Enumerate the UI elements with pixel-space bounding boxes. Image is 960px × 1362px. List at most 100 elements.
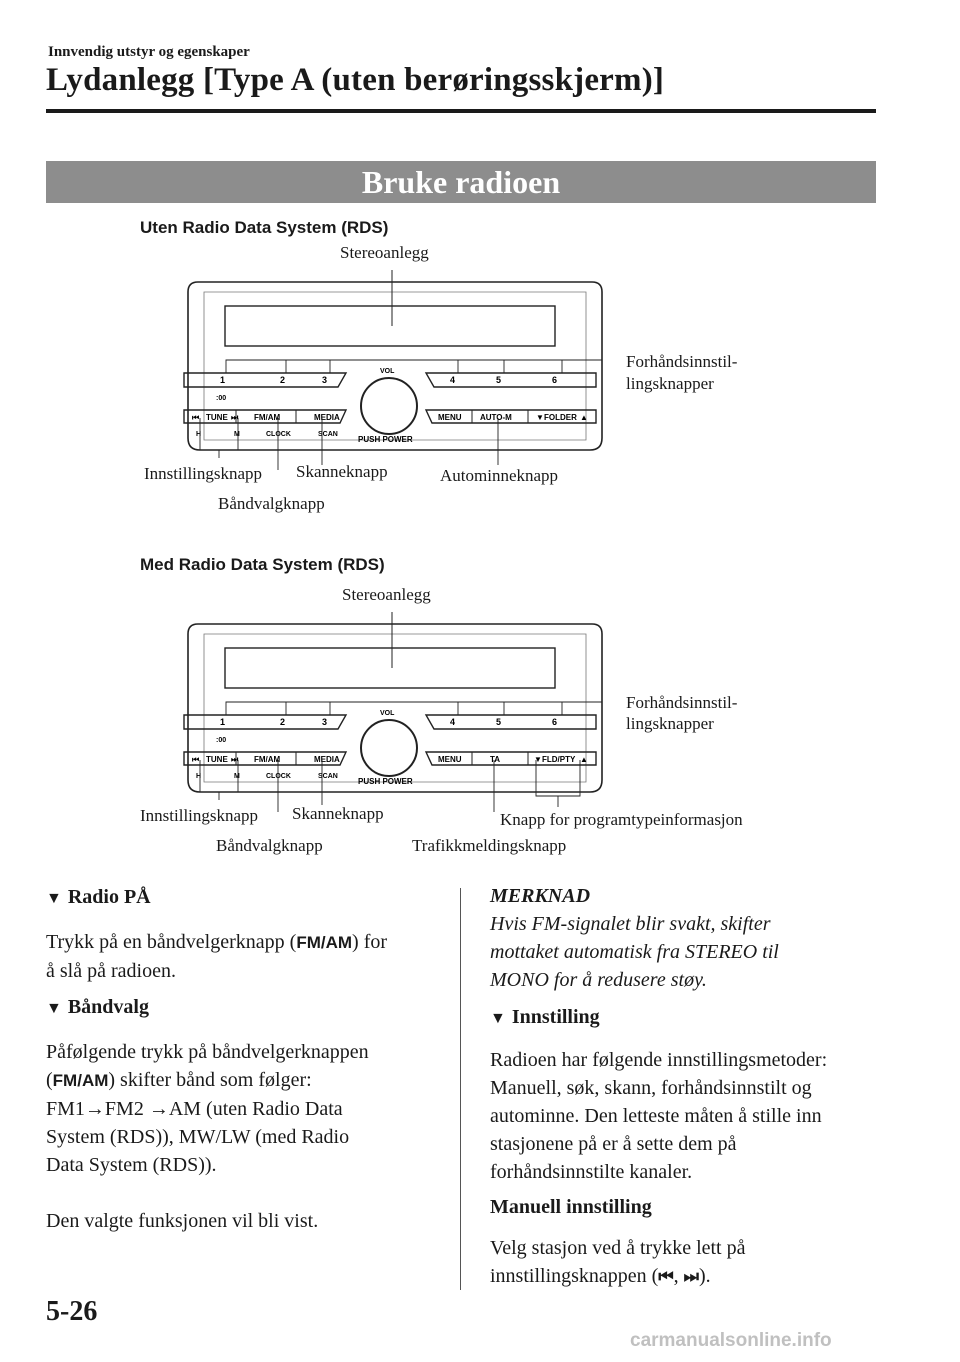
preset-button-2: 2 bbox=[280, 375, 285, 385]
diagram2-label-pty: Knapp for programtypeinformasjon bbox=[500, 810, 743, 829]
radio-on-heading-text: Radio PÅ bbox=[67, 886, 151, 908]
preset-button-4: 4 bbox=[450, 717, 455, 727]
band-heading-text: Båndvalg bbox=[67, 996, 149, 1018]
clock-hint: :00 bbox=[216, 395, 226, 402]
fmam-button: FM/AM bbox=[254, 413, 281, 422]
menu-button: MENU bbox=[438, 755, 462, 764]
tuning-heading-text: Innstilling bbox=[511, 1006, 600, 1028]
media-button: MEDIA bbox=[314, 755, 340, 764]
diagram1-heading: Uten Radio Data System (RDS) bbox=[140, 218, 389, 237]
fmam-inline-label: FM/AM bbox=[296, 933, 353, 952]
triangle-bullet-icon: ▼ bbox=[46, 890, 62, 907]
tuning-text-1: Radioen har følgende innstillingsmetoder… bbox=[490, 1049, 828, 1071]
watermark: carmanualsonline.info bbox=[630, 1330, 832, 1351]
preset-button-4: 4 bbox=[450, 375, 455, 385]
tune-button: TUNE bbox=[206, 755, 228, 764]
diagram2-label-scan: Skanneknapp bbox=[292, 804, 384, 823]
preset-button-1: 1 bbox=[220, 375, 225, 385]
callout-lines-2 bbox=[199, 701, 602, 812]
tune-next-icon: ⏭ bbox=[231, 755, 239, 764]
display-screen bbox=[224, 305, 556, 347]
pty-down-icon: ▼ bbox=[534, 755, 542, 764]
scan-text: SCAN bbox=[318, 773, 338, 780]
diagram2-label-presets-1: Forhåndsinnstil- bbox=[626, 693, 738, 712]
diagram1-label-tuning: Innstillingsknapp bbox=[144, 464, 263, 483]
m-text: M bbox=[234, 773, 240, 780]
column-divider bbox=[460, 888, 461, 1290]
display-screen bbox=[224, 647, 556, 689]
diagram1-label-stereo: Stereoanlegg bbox=[340, 243, 429, 262]
media-button: MEDIA bbox=[314, 413, 340, 422]
preset-button-5: 5 bbox=[496, 375, 501, 385]
radio-unit-diagram-2: VOL PUSH POWER 1 2 3 4 5 6 :00 ⏮ TUNE ⏭ … bbox=[183, 612, 603, 812]
fld-pty-button: FLD/PTY bbox=[542, 755, 576, 764]
volume-knob bbox=[360, 377, 418, 435]
diagram2-label-traffic: Trafikkmeldingsknapp bbox=[412, 836, 567, 855]
tune-prev-icon: ⏮ bbox=[192, 413, 199, 422]
title-rule bbox=[46, 109, 876, 113]
radio-unit-diagram-1: VOL PUSH POWER 1 2 3 4 5 6 :00 ⏮ TUNE ⏭ … bbox=[183, 270, 603, 470]
manual-tuning-heading: Manuell innstilling bbox=[490, 1196, 652, 1218]
note-line-1: Hvis FM-signalet blir svakt, skifter bbox=[490, 913, 771, 935]
menu-button: MENU bbox=[438, 413, 462, 422]
note-line-3: MONO for å redusere støy. bbox=[490, 969, 707, 991]
section-label: Innvendig utstyr og egenskaper bbox=[48, 44, 250, 60]
band-text-6: Den valgte funksjonen vil bli vist. bbox=[46, 1210, 319, 1232]
h-text: H bbox=[196, 773, 201, 780]
clock-hint: :00 bbox=[216, 737, 226, 744]
skip-forward-icon: ⏭ bbox=[683, 1267, 699, 1286]
triangle-bullet-icon: ▼ bbox=[490, 1010, 506, 1027]
page-number: 5-26 bbox=[46, 1296, 98, 1327]
push-power-text: PUSH POWER bbox=[358, 435, 413, 444]
folder-button: FOLDER bbox=[544, 413, 577, 422]
diagram1-label-band: Båndvalgknapp bbox=[218, 494, 325, 513]
folder-down-icon: ▼ bbox=[536, 413, 544, 422]
callout-lines-1 bbox=[199, 359, 602, 470]
diagram1-label-presets-2: lingsknapper bbox=[626, 374, 714, 393]
diagram2-label-stereo: Stereoanlegg bbox=[342, 585, 431, 604]
preset-button-6: 6 bbox=[552, 717, 557, 727]
tune-prev-icon: ⏮ bbox=[192, 755, 199, 764]
preset-button-3: 3 bbox=[322, 375, 327, 385]
vol-text: VOL bbox=[380, 710, 395, 717]
note-block: MERKNAD Hvis FM-signalet blir svakt, ski… bbox=[490, 882, 900, 994]
push-power-text: PUSH POWER bbox=[358, 777, 413, 786]
preset-buttons: 1 2 3 4 5 6 bbox=[220, 375, 557, 385]
tuning-heading: ▼ Innstilling bbox=[490, 1006, 600, 1029]
tune-button: TUNE bbox=[206, 413, 228, 422]
scan-text: SCAN bbox=[318, 431, 338, 438]
manual-text-3: ). bbox=[698, 1265, 711, 1287]
tuning-text-5: forhåndsinnstilte kanaler. bbox=[490, 1161, 693, 1183]
band-text-2: ) skifter bånd som følger: bbox=[108, 1069, 312, 1091]
radio-on-text-3: å slå på radioen. bbox=[46, 960, 176, 982]
radio-on-text-1: Trykk på en båndvelgerknapp ( bbox=[46, 931, 297, 953]
fmam-inline-label: FM/AM bbox=[52, 1071, 109, 1090]
preset-button-6: 6 bbox=[552, 375, 557, 385]
traffic-button: TA bbox=[490, 755, 500, 764]
tuning-text: Radioen har følgende innstillingsmetoder… bbox=[490, 1046, 910, 1186]
folder-up-icon: ▲ bbox=[580, 413, 588, 422]
tuning-text-3: autominne. Den letteste måten å stille i… bbox=[490, 1105, 822, 1127]
radio-on-text: Trykk på en båndvelgerknapp (FM/AM) for … bbox=[46, 928, 446, 985]
fmam-button: FM/AM bbox=[254, 755, 281, 764]
page-title: Lydanlegg [Type A (uten berøringsskjerm)… bbox=[46, 62, 665, 98]
radio-on-heading: ▼ Radio PÅ bbox=[46, 886, 151, 909]
tune-next-icon: ⏭ bbox=[231, 413, 239, 422]
skip-back-icon: ⏮ bbox=[658, 1267, 674, 1286]
h-text: H bbox=[196, 431, 201, 438]
automemory-button: AUTO-M bbox=[480, 413, 512, 422]
band-text-1: Påfølgende trykk på båndvelgerknappen bbox=[46, 1041, 369, 1063]
note-heading: MERKNAD bbox=[490, 885, 591, 907]
diagram1-label-scan: Skanneknapp bbox=[296, 462, 388, 481]
diagram1-label-automemory: Autominneknapp bbox=[440, 466, 559, 485]
diagram2-label-band: Båndvalgknapp bbox=[216, 836, 323, 855]
triangle-bullet-icon: ▼ bbox=[46, 1000, 62, 1017]
preset-button-1: 1 bbox=[220, 717, 225, 727]
band-text-5: Data System (RDS)). bbox=[46, 1154, 217, 1176]
diagram1-label-presets-1: Forhåndsinnstil- bbox=[626, 352, 738, 371]
m-text: M bbox=[234, 431, 240, 438]
band-heading: ▼ Båndvalg bbox=[46, 996, 149, 1019]
band-text-4: System (RDS)), MW/LW (med Radio bbox=[46, 1126, 350, 1148]
preset-buttons: 1 2 3 4 5 6 bbox=[220, 717, 557, 727]
band-text-3: FM1→FM2 →AM (uten Radio Data bbox=[46, 1098, 343, 1120]
